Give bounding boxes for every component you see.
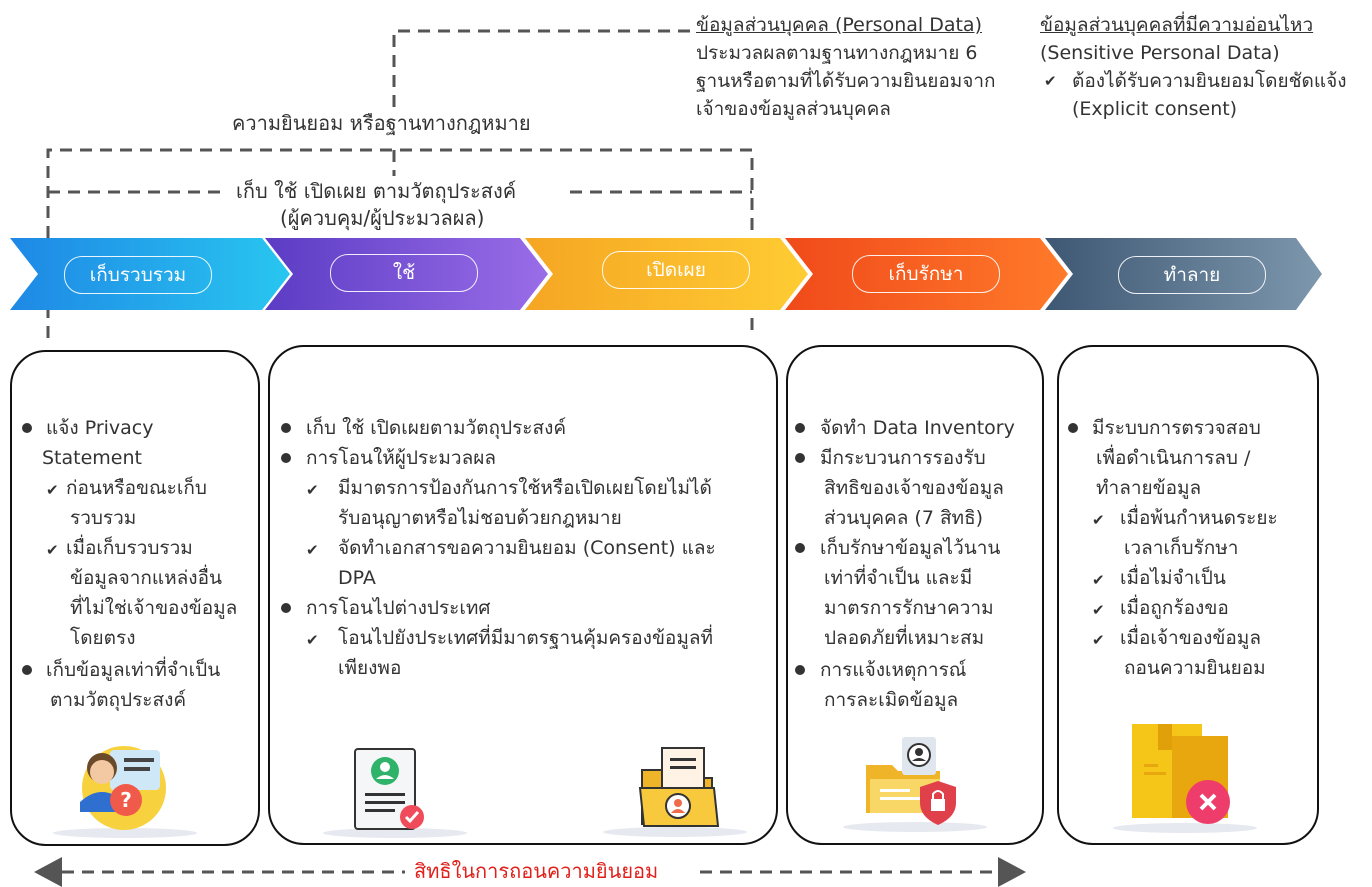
check-icon: ✔ (1044, 72, 1057, 90)
personal-data-title: ข้อมูลส่วนบุคคล (Personal Data) (696, 14, 982, 36)
collect-bullet: Statement (42, 447, 142, 469)
check-icon: ✔ (306, 481, 319, 499)
check-icon: ✔ (306, 541, 319, 559)
retain-bullet: ส่วนบุคคล (7 สิทธิ) (824, 507, 984, 529)
sensitive-data-subtitle: (Sensitive Personal Data) (1040, 42, 1280, 64)
withdraw-consent-label: สิทธิในการถอนความยินยอม (414, 859, 659, 883)
bullet-dot (795, 453, 805, 463)
use-check: มีมาตรการป้องกันการใช้หรือเปิดเผยโดยไม่ไ… (338, 477, 712, 499)
bullet-dot (795, 423, 805, 433)
sensitive-data-line: ต้องได้รับความยินยอมโดยชัดแจ้ง (1072, 70, 1347, 92)
destroy-check: เมื่อไม่จำเป็น (1120, 567, 1226, 589)
collect-bullet: ตามวัตถุประสงค์ (50, 689, 187, 711)
retain-bullet: มาตรการรักษาความ (824, 597, 994, 619)
stage-label-destroy: ทำลาย (1118, 256, 1266, 294)
retain-bullet: มีกระบวนการรองรับ (820, 447, 986, 469)
retain-bullet: เก็บรักษาข้อมูลไว้นาน (820, 537, 1001, 559)
use-check: รับอนุญาตหรือไม่ชอบด้วยกฎหมาย (338, 507, 622, 529)
document-profile-icon (323, 748, 467, 838)
retain-bullet: การละเมิดข้อมูล (824, 689, 959, 711)
use-bullet: การโอนไปต่างประเทศ (306, 597, 491, 619)
check-icon: ✔ (46, 541, 59, 559)
destroy-bullet: เพื่อดำเนินการลบ / (1096, 447, 1251, 469)
sensitive-data-line: (Explicit consent) (1072, 98, 1238, 120)
collect-check: ที่ไม่ใช่เจ้าของข้อมูล (70, 597, 238, 619)
retain-bullet: สิทธิของเจ้าของข้อมูล (824, 477, 1004, 499)
use-check: DPA (338, 567, 376, 589)
personal-data-line: ฐานหรือตามที่ได้รับความยินยอมจาก (696, 70, 996, 92)
collect-check: โดยตรง (70, 627, 136, 649)
check-icon: ✔ (1092, 631, 1105, 649)
use-check: โอนไปยังประเทศที่มีมาตรฐานคุ้มครองข้อมูล… (338, 627, 714, 649)
bullet-dot (281, 453, 291, 463)
collect-check: เมื่อเก็บรวบรวม (66, 537, 193, 559)
collect-bullet: แจ้ง Privacy (46, 417, 154, 439)
collect-check: รวบรวม (70, 507, 137, 529)
bullet-dot (795, 665, 805, 675)
collect-check: ก่อนหรือขณะเก็บ (66, 477, 207, 499)
use-check: เพียงพอ (338, 657, 402, 679)
bullet-dot (281, 603, 291, 613)
stage-label-use: ใช้ (330, 254, 478, 292)
destroy-check: เมื่อพ้นกำหนดระยะ (1120, 507, 1278, 529)
sensitive-data-title: ข้อมูลส่วนบุคคลที่มีความอ่อนไหว (1040, 14, 1314, 36)
bullet-dot (22, 423, 32, 433)
stage-chevron-retain (785, 238, 1068, 310)
check-icon: ✔ (46, 481, 59, 499)
box-delete-icon (1113, 724, 1257, 833)
personal-data-line: เจ้าของข้อมูลส่วนบุคคล (696, 98, 891, 120)
purpose-label: เก็บ ใช้ เปิดเผย ตามวัตถุประสงค์ (236, 179, 517, 203)
retain-bullet: เท่าที่จำเป็น และมี (824, 567, 973, 589)
stage-label-retain: เก็บรักษา (852, 255, 1000, 293)
personal-data-line: ประมวลผลตามฐานทางกฎหมาย 6 (696, 42, 978, 64)
consent-basis-label: ความยินยอม หรือฐานทางกฎหมาย (232, 111, 531, 135)
check-icon: ✔ (1092, 511, 1105, 529)
check-icon: ✔ (306, 631, 319, 649)
controller-processor-label: (ผู้ควบคุม/ผู้ประมวลผล) (280, 206, 485, 230)
destroy-check: เวลาเก็บรักษา (1124, 537, 1239, 559)
use-check: จัดทำเอกสารขอความยินยอม (Consent) และ (338, 537, 716, 559)
destroy-check: เมื่อถูกร้องขอ (1120, 597, 1229, 619)
stage-label-disclose: เปิดเผย (602, 251, 750, 289)
stage-label-collect: เก็บรวบรวม (64, 256, 212, 294)
svg-text:?: ? (120, 788, 132, 812)
check-icon: ✔ (1092, 601, 1105, 619)
secure-folder-icon (843, 737, 987, 832)
destroy-bullet: มีระบบการตรวจสอบ (1092, 417, 1261, 439)
folder-profile-icon (603, 747, 747, 837)
check-icon: ✔ (1092, 571, 1105, 589)
destroy-bullet: ทำลายข้อมูล (1096, 477, 1202, 499)
stage-chevron-use (265, 238, 548, 310)
destroy-check: ถอนความยินยอม (1124, 657, 1266, 679)
bullet-dot (1068, 423, 1078, 433)
use-bullet: เก็บ ใช้ เปิดเผยตามวัตถุประสงค์ (306, 417, 567, 439)
collect-bullet: เก็บข้อมูลเท่าที่จำเป็น (46, 659, 221, 681)
bullet-dot (22, 665, 32, 675)
bullet-dot (281, 423, 291, 433)
use-bullet: การโอนให้ผู้ประมวลผล (306, 447, 496, 469)
retain-bullet: จัดทำ Data Inventory (820, 417, 1015, 439)
privacy-notice-icon: ? (53, 746, 197, 838)
destroy-check: เมื่อเจ้าของข้อมูล (1120, 627, 1261, 649)
retain-bullet: ปลอดภัยที่เหมาะสม (824, 627, 985, 649)
collect-check: ข้อมูลจากแหล่งอื่น (70, 567, 222, 589)
retain-bullet: การแจ้งเหตุการณ์ (820, 659, 967, 681)
bullet-dot (795, 543, 805, 553)
